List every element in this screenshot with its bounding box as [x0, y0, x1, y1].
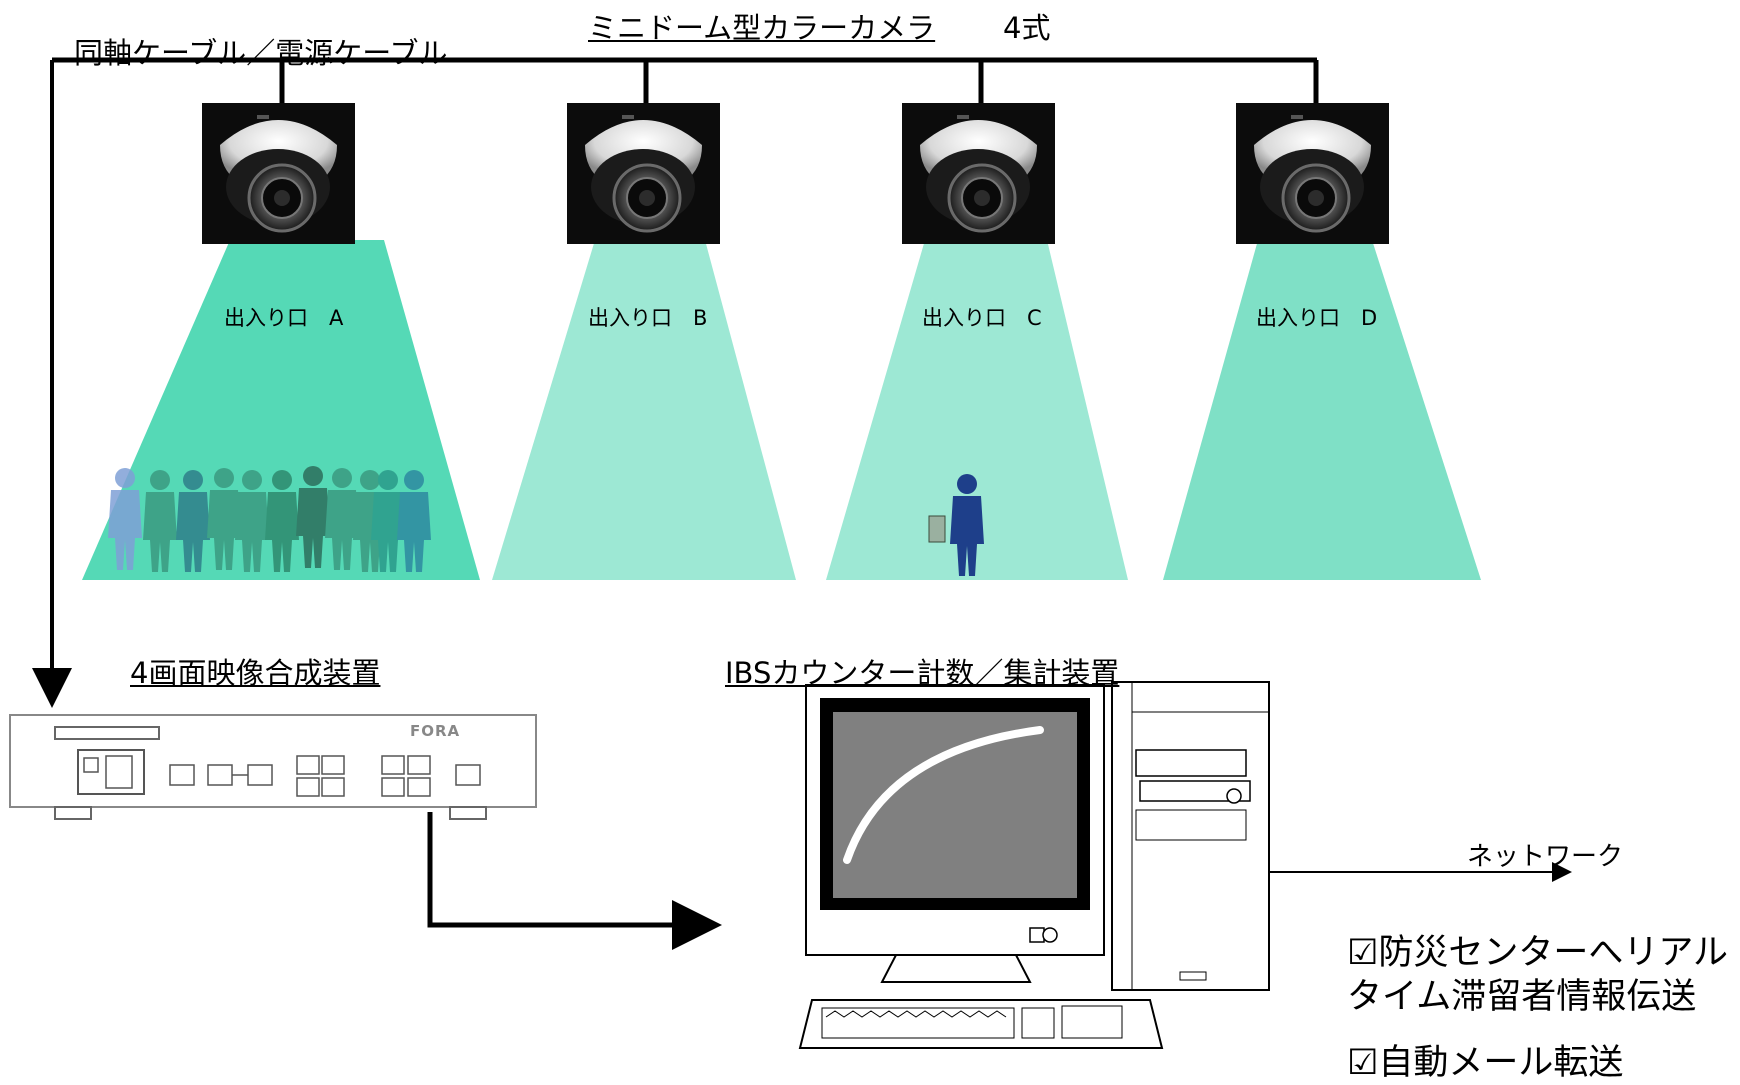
mixer-brand-logo: FORA: [410, 722, 460, 740]
network-label: ネットワーク: [1467, 842, 1624, 872]
camera-d: [1234, 101, 1391, 246]
feature-line-1: ☑防災センターへリアル: [1347, 933, 1729, 973]
mixer-label: 4画面映像合成装置: [130, 656, 381, 690]
pc-keyboard: [798, 999, 1164, 1049]
pc-tower: [1111, 681, 1270, 991]
cable-label: 同軸ケーブル／電源ケーブル: [74, 36, 448, 70]
businessman-figure: [928, 474, 984, 576]
feature-line-3: ☑自動メール転送: [1347, 1043, 1624, 1083]
pc-monitor: [805, 684, 1105, 983]
camera-a: [200, 101, 357, 246]
video-mixer-device: [9, 714, 537, 820]
entrance-a-label: 出入り口 A: [224, 306, 344, 330]
camera-title: ミニドーム型カラーカメラ: [588, 11, 936, 45]
beam-c: [826, 240, 1128, 580]
growth-curve: [843, 726, 1044, 864]
cable-mixer-to-pc: [427, 812, 722, 950]
beam-d: [1163, 240, 1481, 580]
entrance-d-label: 出入り口 D: [1256, 306, 1378, 330]
camera-count: 4式: [1003, 11, 1051, 45]
camera-b: [565, 101, 722, 246]
camera-c: [900, 101, 1057, 246]
beam-b: [492, 240, 796, 580]
entrance-b-label: 出入り口 B: [588, 306, 708, 330]
feature-line-2: タイム滞留者情報伝送: [1347, 977, 1697, 1017]
counter-label: IBSカウンター計数／集計装置: [725, 656, 1120, 690]
entrance-c-label: 出入り口 C: [922, 306, 1042, 330]
